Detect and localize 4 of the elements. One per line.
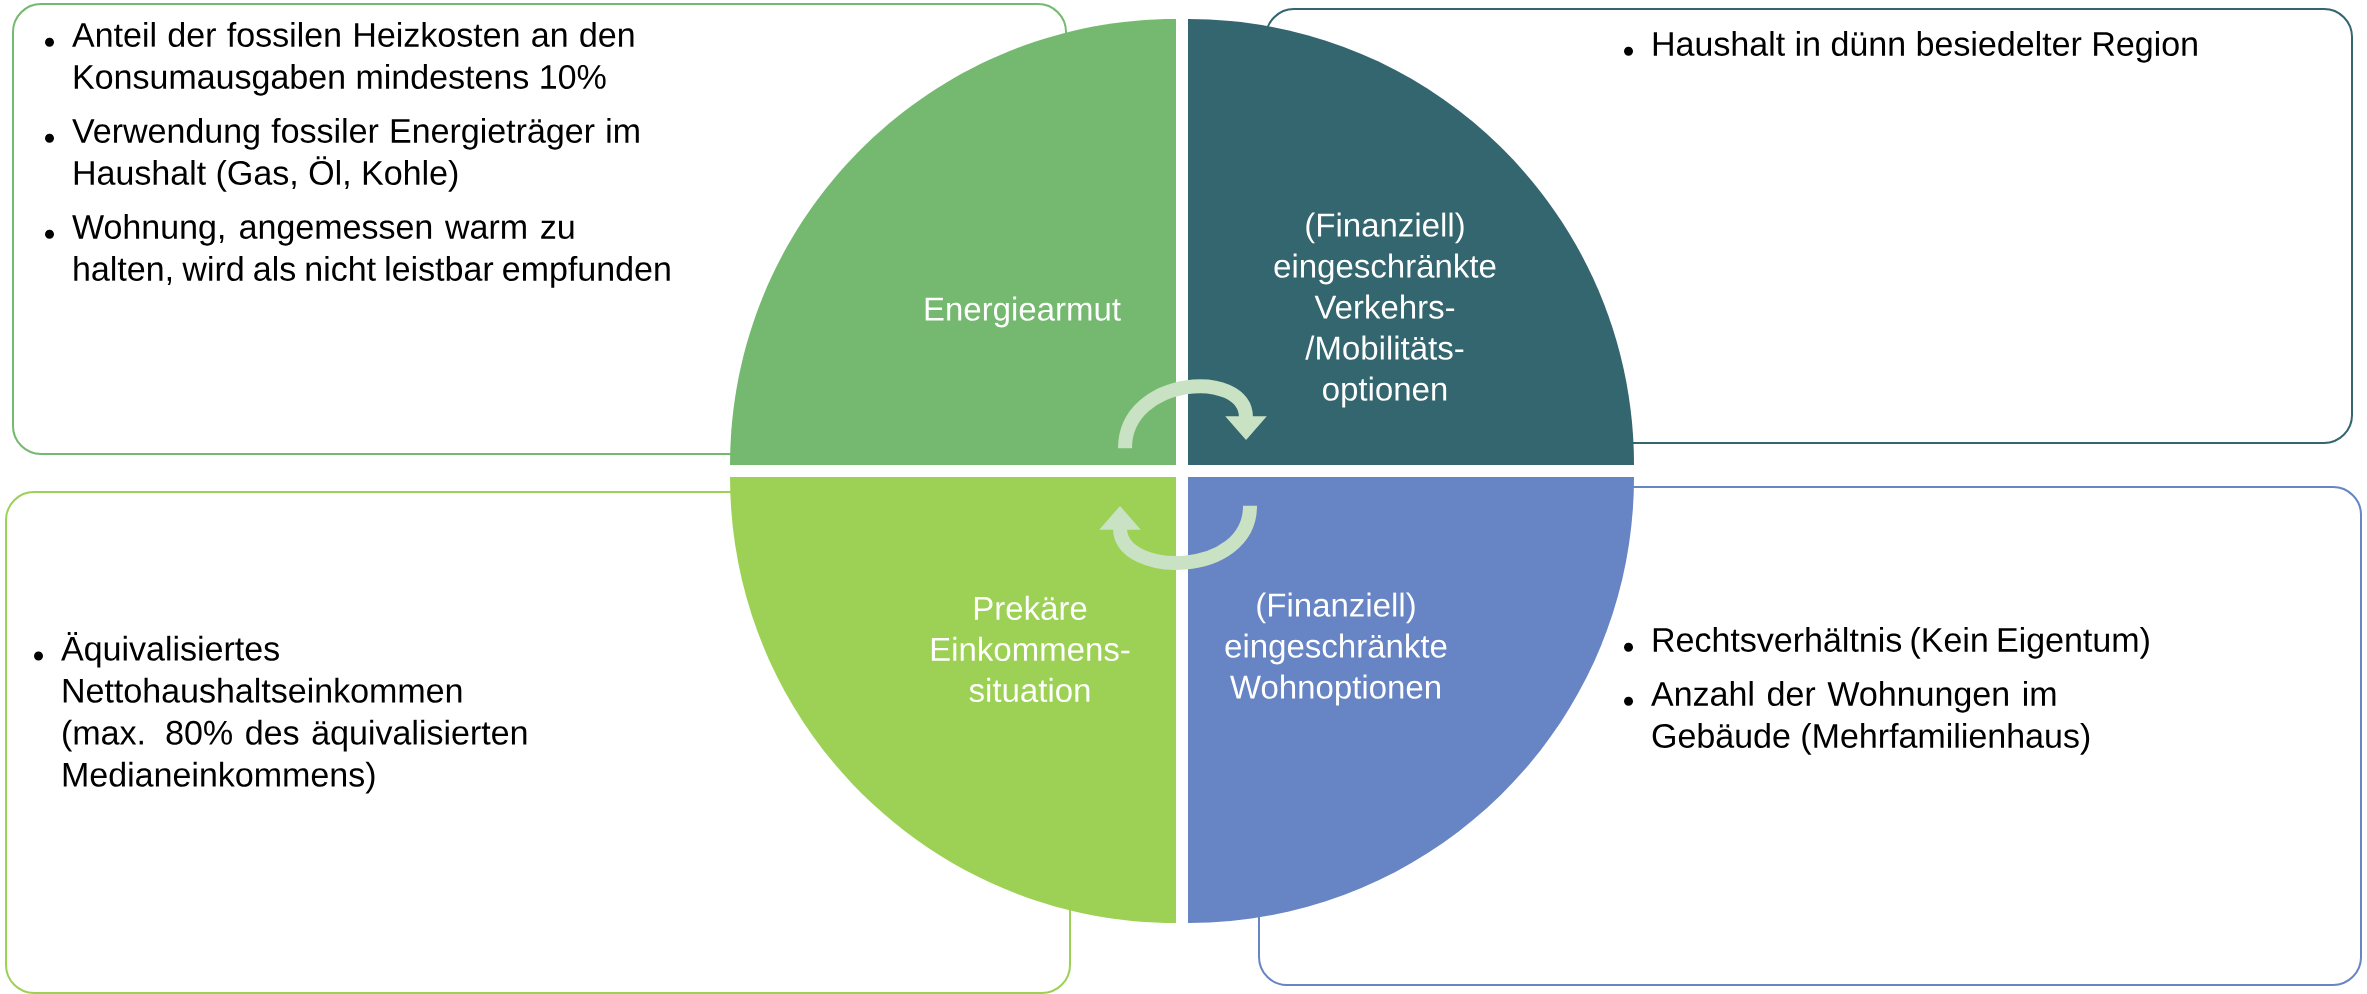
quadrant-segment: Prekäre Einkommens- situation [730,477,1176,923]
quadrant-segment: Energiearmut [730,19,1176,465]
quadrant-segment: (Finanziell) eingeschränkte Verkehrs- /Mobilitäts- optionen [1188,19,1634,465]
quadrant-segment: (Finanziell) eingeschränkte Wohnoptionen [1188,477,1634,923]
